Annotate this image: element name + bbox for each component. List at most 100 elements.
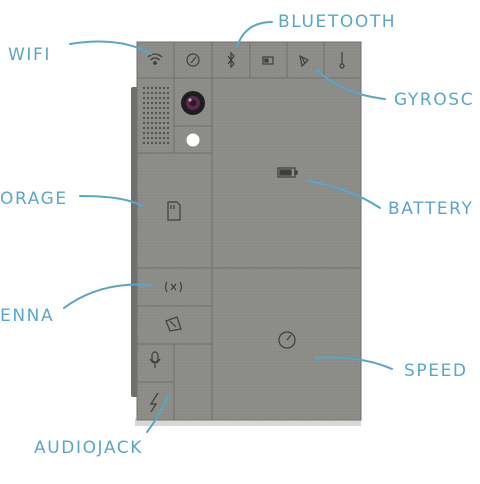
grille-dot: [166, 91, 170, 95]
grille-dot: [142, 126, 146, 130]
grille-dot: [150, 141, 154, 145]
grille-dot: [146, 141, 150, 145]
audiojack-icon: [149, 392, 159, 413]
grille-dot: [158, 96, 162, 100]
grille-dot: [154, 126, 158, 130]
grille-dot: [150, 91, 154, 95]
antenna-icon: [164, 281, 183, 293]
grille-dot: [166, 121, 170, 125]
grille-dot: [142, 131, 146, 135]
grille-dot: [150, 121, 154, 125]
bluetooth-icon: [227, 51, 235, 69]
grille-dot: [154, 111, 158, 115]
audiojack-label: AUDIOJACK: [34, 438, 144, 458]
wifi-label: WIFI: [8, 45, 52, 65]
grille-dot: [162, 111, 166, 115]
bluetooth-arrow: [236, 21, 273, 48]
grille-dot: [150, 86, 154, 90]
grille-dot: [162, 91, 166, 95]
grille-dot: [150, 126, 154, 130]
grille-dot: [158, 86, 162, 90]
grille-dot: [166, 116, 170, 120]
antenna-arrow: [63, 283, 153, 309]
grille-dot: [146, 121, 150, 125]
speaker-grille: [142, 86, 170, 145]
grille-dot: [154, 141, 158, 145]
grille-dot: [158, 126, 162, 130]
grille-dot: [158, 111, 162, 115]
grille-dot: [158, 101, 162, 105]
grille-dot: [166, 141, 170, 145]
grille-dot: [166, 86, 170, 90]
battery-label: BATTERY: [388, 199, 474, 219]
grille-dot: [162, 106, 166, 110]
flash-icon: [186, 133, 200, 147]
grille-dot: [150, 131, 154, 135]
gyroscope-arrow: [316, 69, 386, 100]
grille-dot: [154, 96, 158, 100]
grille-dot: [162, 141, 166, 145]
speed-icon: [278, 331, 296, 349]
microphone-icon: [149, 351, 161, 368]
grille-dot: [146, 111, 150, 115]
small-battery-icon: [262, 56, 274, 65]
grille-dot: [154, 91, 158, 95]
battery-arrow: [307, 180, 381, 209]
grille-dot: [146, 131, 150, 135]
grille-dot: [166, 101, 170, 105]
grille-dot: [146, 96, 150, 100]
grille-dot: [154, 101, 158, 105]
gyroscope-icon: [299, 54, 310, 68]
right-module-column: [211, 77, 362, 421]
grille-dot: [142, 116, 146, 120]
grille-dot: [162, 131, 166, 135]
grille-dot: [142, 121, 146, 125]
grille-dot: [142, 96, 146, 100]
grille-dot: [162, 136, 166, 140]
grille-dot: [150, 136, 154, 140]
storage-arrow: [79, 195, 143, 207]
gyro-icon: [165, 316, 182, 332]
grille-dot: [162, 101, 166, 105]
grille-dot: [146, 101, 150, 105]
grille-dot: [146, 136, 150, 140]
grille-dot: [166, 106, 170, 110]
speed-module[interactable]: [211, 267, 362, 421]
bluetooth-label: BLUETOOTH: [278, 12, 397, 32]
grille-dot: [146, 126, 150, 130]
grille-dot: [150, 101, 154, 105]
wifi-icon: [147, 53, 163, 65]
grille-dot: [166, 126, 170, 130]
compass-icon: [186, 53, 200, 67]
grille-dot: [158, 91, 162, 95]
grille-dot: [166, 136, 170, 140]
storage-label: ORAGE: [0, 189, 68, 209]
grille-dot: [162, 116, 166, 120]
grille-dot: [158, 121, 162, 125]
grille-dot: [150, 116, 154, 120]
phone-bottom-shadow: [135, 418, 361, 426]
gyroscope-label: GYROSC: [394, 90, 475, 110]
grille-dot: [166, 111, 170, 115]
grille-dot: [154, 116, 158, 120]
grille-dot: [162, 121, 166, 125]
speed-label: SPEED: [404, 361, 468, 381]
speed-arrow: [315, 356, 393, 370]
grille-dot: [162, 86, 166, 90]
grille-dot: [158, 136, 162, 140]
grille-dot: [154, 121, 158, 125]
grille-dot: [150, 96, 154, 100]
grille-dot: [142, 111, 146, 115]
grille-dot: [158, 116, 162, 120]
grille-dot: [142, 86, 146, 90]
grille-dot: [150, 111, 154, 115]
grille-dot: [154, 131, 158, 135]
grille-dot: [146, 91, 150, 95]
grille-dot: [166, 131, 170, 135]
grille-dot: [154, 106, 158, 110]
grille-dot: [154, 86, 158, 90]
grille-dot: [150, 106, 154, 110]
grille-dot: [158, 141, 162, 145]
grille-dot: [146, 106, 150, 110]
